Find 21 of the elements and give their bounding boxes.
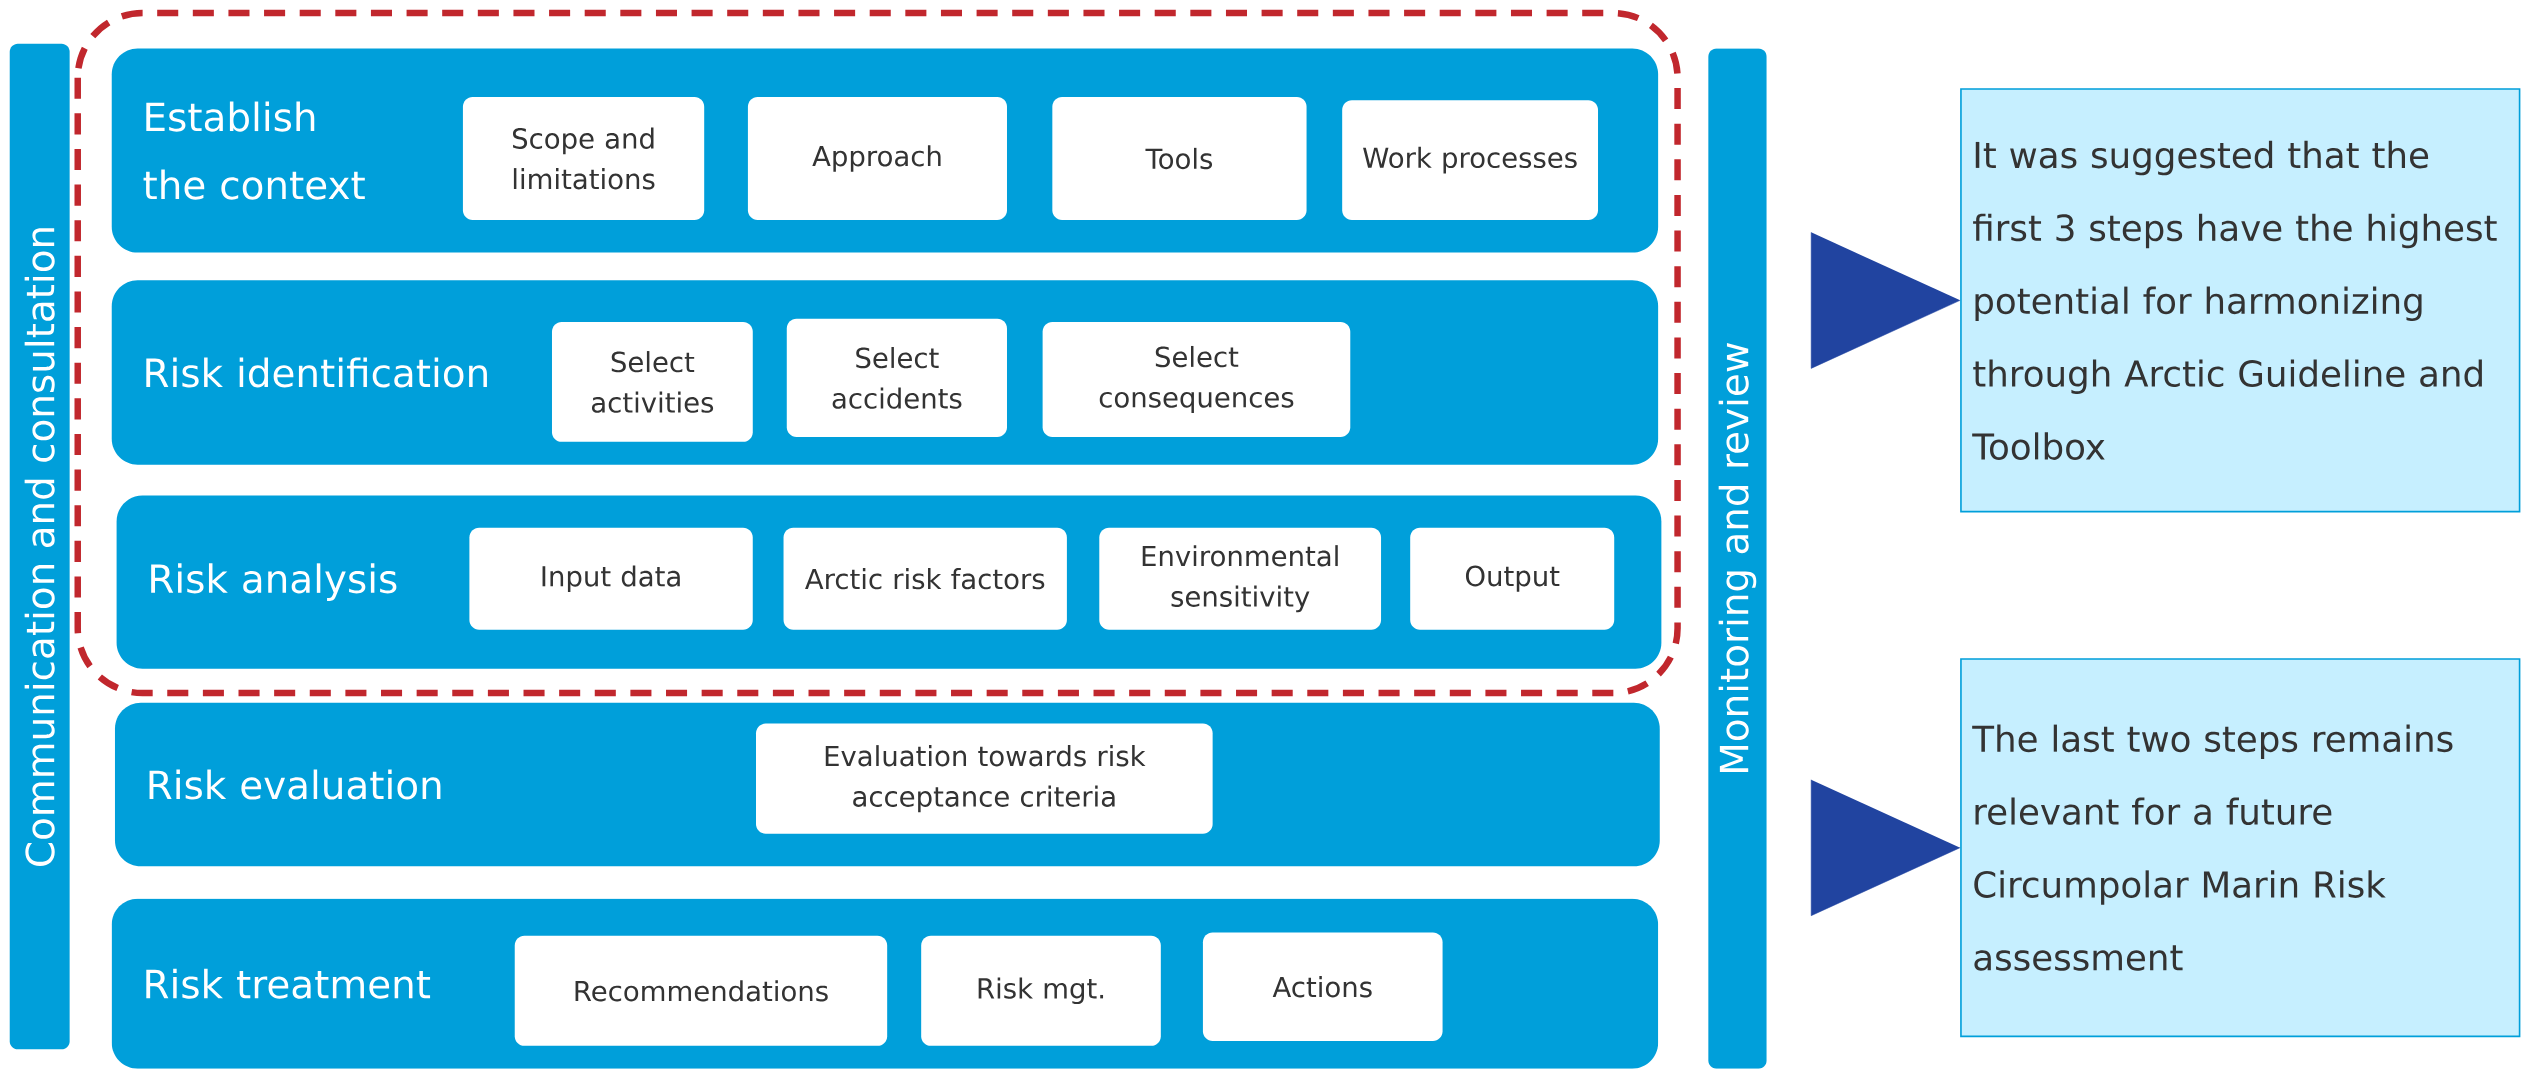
arrow: [1810, 232, 1961, 369]
step-box: Approach: [747, 97, 1007, 221]
note-box: The last two steps remains relevant for a future Circumpolar Marin Risk assessment: [1960, 658, 2521, 1038]
step-box: Input data: [469, 527, 753, 630]
vertical-bar: Monitoring and review: [1708, 48, 1767, 1069]
step-box: Arctic risk factors: [783, 527, 1067, 630]
step-box: Environmental sensitivity: [1099, 527, 1382, 630]
step-box: Work processes: [1342, 100, 1598, 221]
step-box: Evaluation towards risk acceptance criteria: [756, 723, 1213, 834]
note-box: It was suggested that the first 3 steps have the highest potential for harmonizing through Arctic Guideline and Toolbox: [1960, 88, 2521, 513]
vertical-bar: Communication and consultation: [9, 43, 70, 1050]
arrow: [1810, 779, 1961, 917]
step-box: Scope and limitations: [462, 97, 705, 221]
step-box: Output: [1410, 527, 1615, 630]
step-box: Select accidents: [786, 318, 1007, 438]
step-box: Select consequences: [1042, 322, 1351, 438]
step-box: Risk mgt.: [921, 935, 1161, 1046]
step-box: Tools: [1052, 97, 1307, 221]
step-box: Actions: [1202, 932, 1443, 1042]
step-box: Recommendations: [514, 935, 888, 1046]
step-box: Select activities: [552, 322, 753, 442]
